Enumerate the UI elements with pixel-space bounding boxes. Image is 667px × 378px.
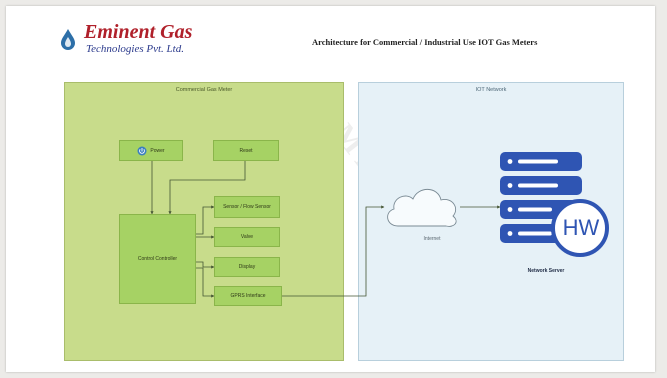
controller-node: Control Controller — [119, 214, 196, 304]
server-label: Network Server — [527, 268, 565, 274]
power-icon — [137, 146, 147, 155]
brand-tagline: Technologies Pvt. Ltd. — [86, 43, 184, 55]
display-node: Display — [214, 257, 280, 277]
display-label: Display — [238, 264, 256, 270]
cloud-label: Internet — [423, 236, 441, 242]
gprs-node: GPRS Interface — [214, 286, 282, 306]
sensor-node: Sensor / Flow Sensor — [214, 196, 280, 218]
meter-panel: Commercial Gas Meter — [64, 82, 344, 361]
reset-label: Reset — [239, 147, 253, 154]
reset-node: Reset — [213, 140, 279, 161]
flame-drop-icon — [61, 29, 75, 50]
valve-label: Valve — [240, 234, 254, 240]
valve-node: Valve — [214, 227, 280, 247]
diagram-title: Architecture for Commercial / Industrial… — [312, 37, 538, 47]
server-badge: HW — [562, 215, 600, 240]
sensor-label: Sensor / Flow Sensor — [223, 204, 271, 210]
power-label: Power — [150, 147, 165, 154]
meter-panel-label: Commercial Gas Meter — [175, 87, 233, 93]
power-node: Power — [119, 140, 183, 161]
brand-name: Eminent Gas — [84, 21, 193, 43]
iot-panel-label: IOT Network — [475, 87, 507, 93]
cloud-icon — [387, 188, 457, 227]
controller-label: Control Controller — [137, 256, 178, 262]
gprs-label: GPRS Interface — [230, 293, 266, 299]
server-stack-icon — [500, 152, 609, 257]
